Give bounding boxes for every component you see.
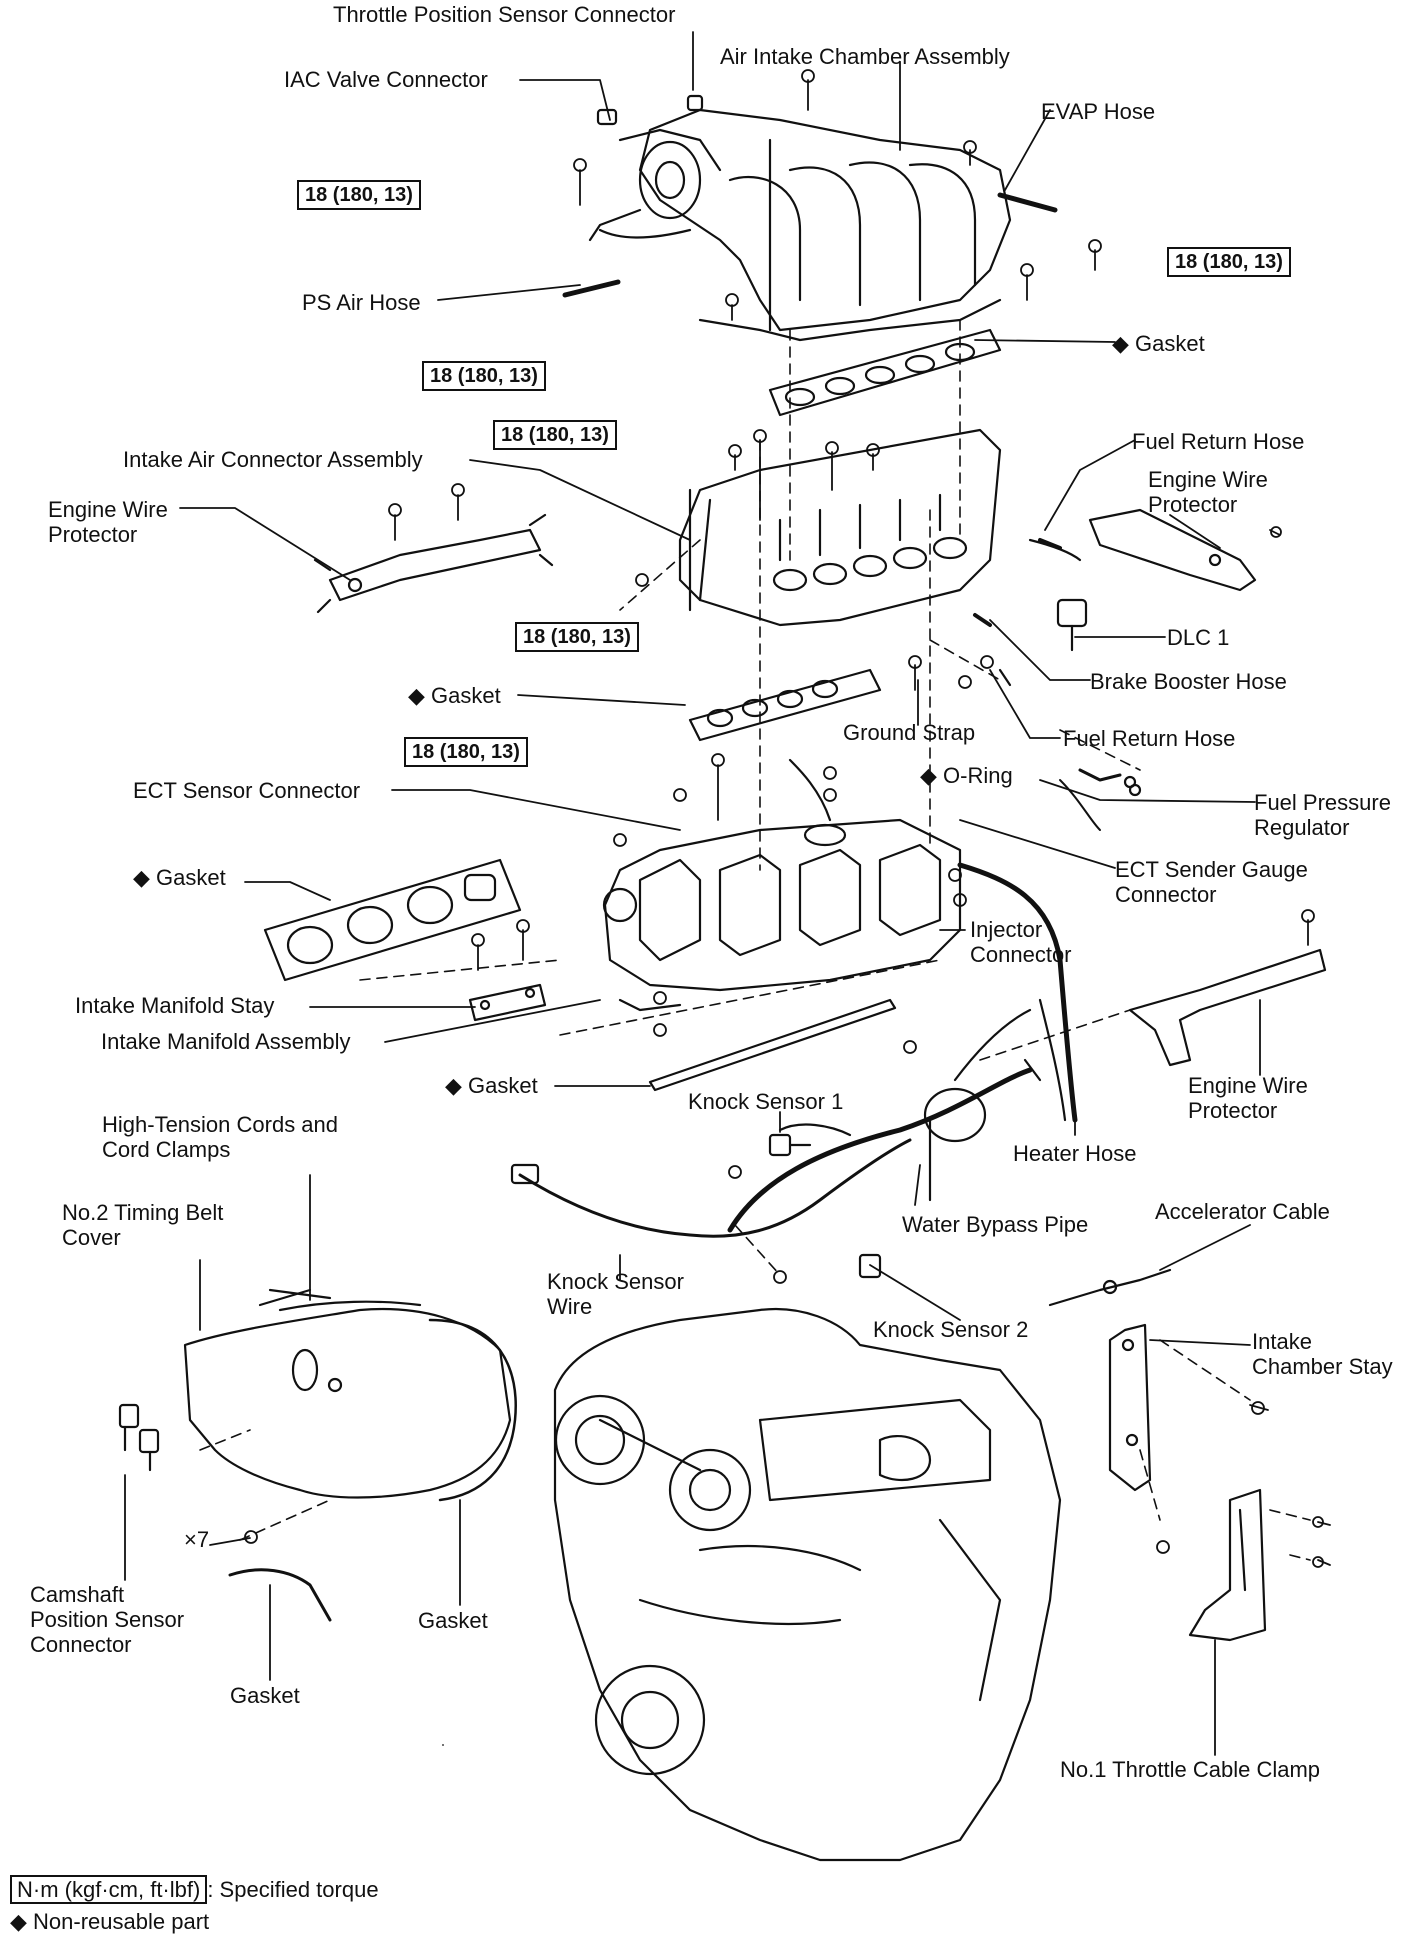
label-engine-wire-protector-right: Engine Wire Protector	[1148, 467, 1268, 517]
label-gasket-lower: ◆ Gasket	[445, 1073, 538, 1098]
label-accelerator-cable: Accelerator Cable	[1155, 1199, 1330, 1224]
label-gasket-small: Gasket	[230, 1683, 300, 1708]
intake-manifold-drawing	[602, 758, 962, 1012]
label-gasket-upper: ◆ Gasket	[1112, 331, 1205, 356]
bolts	[244, 69, 1331, 1568]
label-heater-hose: Heater Hose	[1013, 1141, 1137, 1166]
accelerator-cable-drawing	[1048, 1268, 1172, 1307]
throttle-cable-clamp-drawing	[1188, 1488, 1267, 1642]
mid-gasket-drawing	[688, 668, 882, 742]
label-intake-chamber-stay: Intake Chamber Stay	[1252, 1329, 1393, 1379]
label-water-bypass-pipe: Water Bypass Pipe	[902, 1212, 1089, 1237]
manifold-stay-drawing	[468, 983, 547, 1022]
label-intake-manifold-stay: Intake Manifold Stay	[75, 993, 275, 1018]
knock-sensor-wire-drawing	[510, 1123, 912, 1238]
heater-hose-drawing	[957, 862, 1078, 1123]
leader-lines	[124, 31, 1261, 1756]
dlc1-drawing	[1056, 598, 1088, 652]
label-engine-wire-protector-left: Engine Wire Protector	[48, 497, 168, 547]
legend-torque: N·m (kgf·cm, ft·lbf): Specified torque	[10, 1875, 379, 1904]
torque-spec-box: 18 (180, 13)	[404, 737, 528, 767]
torque-spec-box: 18 (180, 13)	[515, 622, 639, 652]
label-gasket-cover: Gasket	[418, 1608, 488, 1633]
label-knock-sensor-wire: Knock Sensor Wire	[547, 1269, 684, 1319]
label-engine-wire-protector-lower: Engine Wire Protector	[1188, 1073, 1308, 1123]
label-gasket-mid: ◆ Gasket	[408, 683, 501, 708]
air-intake-chamber-drawing	[588, 108, 1012, 342]
torque-spec-box: 18 (180, 13)	[493, 420, 617, 450]
label-tps-connector: Throttle Position Sensor Connector	[333, 2, 676, 27]
label-fuel-pressure-regulator: Fuel Pressure Regulator	[1254, 790, 1391, 840]
legend-nonreusable-text: Non-reusable part	[33, 1909, 210, 1934]
label-timing-belt-cover: No.2 Timing Belt Cover	[62, 1200, 224, 1250]
intake-chamber-stay-drawing	[1108, 1323, 1152, 1492]
upper-gasket-drawing	[768, 328, 1002, 417]
label-gasket-left: ◆ Gasket	[133, 865, 226, 890]
left-gasket-drawing	[263, 858, 522, 982]
label-o-ring: ◆ O-Ring	[920, 763, 1013, 788]
water-bypass-pipe-drawing	[727, 1008, 1042, 1233]
right-wire-protector-drawing	[1028, 508, 1257, 592]
label-injector-connector: Injector Connector	[970, 917, 1072, 967]
cps-connector-drawing	[118, 1403, 160, 1472]
label-high-tension-cords: High-Tension Cords and Cord Clamps	[102, 1112, 339, 1162]
label-air-intake-chamber: Air Intake Chamber Assembly	[720, 44, 1010, 69]
engine-block-drawing	[553, 1308, 1062, 1862]
left-wire-protector-drawing	[313, 513, 554, 614]
knock-sensor-drawing	[768, 1133, 882, 1279]
label-ect-sensor-connector: ECT Sensor Connector	[133, 778, 361, 803]
label-dlc1: DLC 1	[1167, 625, 1230, 650]
label-brake-booster-hose: Brake Booster Hose	[1090, 669, 1287, 694]
torque-spec-box: 18 (180, 13)	[1167, 247, 1291, 277]
intake-air-connector-drawing	[678, 428, 1002, 627]
label-fuel-return-hose-lower: Fuel Return Hose	[1063, 726, 1236, 751]
non-reusable-mark: ◆	[1112, 331, 1129, 356]
label-times-seven: ×7	[184, 1527, 210, 1552]
legend-nonreusable: ◆ Non-reusable part	[10, 1909, 209, 1935]
dashed-assembly-lines	[199, 319, 1311, 1561]
torque-spec-box: 18 (180, 13)	[297, 180, 421, 210]
label-fuel-return-hose-upper: Fuel Return Hose	[1132, 429, 1305, 454]
label-evap-hose: EVAP Hose	[1041, 99, 1156, 124]
timing-belt-cover-drawing	[183, 1288, 517, 1502]
label-ground-strap: Ground Strap	[843, 720, 976, 745]
legend-unit-box: N·m (kgf·cm, ft·lbf)	[10, 1875, 208, 1904]
label-camshaft-position-sensor: Camshaft Position Sensor Connector	[30, 1582, 185, 1657]
small-parts	[562, 94, 1142, 831]
label-knock-sensor-1: Knock Sensor 1	[688, 1089, 844, 1114]
lower-gasket-drawing	[648, 998, 897, 1092]
small-gasket-drawing	[228, 1568, 332, 1622]
legend-unit-text: : Specified torque	[207, 1877, 379, 1902]
label-iac-valve-connector: IAC Valve Connector	[284, 67, 488, 92]
label-intake-air-connector: Intake Air Connector Assembly	[123, 447, 423, 472]
label-ps-air-hose: PS Air Hose	[302, 290, 421, 315]
torque-spec-box: 18 (180, 13)	[422, 361, 546, 391]
non-reusable-mark: ◆	[10, 1909, 27, 1934]
label-ect-sender-gauge-connector: ECT Sender Gauge Connector	[1115, 857, 1308, 907]
label-intake-manifold-assembly: Intake Manifold Assembly	[101, 1029, 351, 1054]
label-knock-sensor-2: Knock Sensor 2	[873, 1317, 1029, 1342]
lower-wire-protector-drawing	[1128, 948, 1327, 1067]
label-throttle-cable-clamp: No.1 Throttle Cable Clamp	[1060, 1757, 1321, 1782]
